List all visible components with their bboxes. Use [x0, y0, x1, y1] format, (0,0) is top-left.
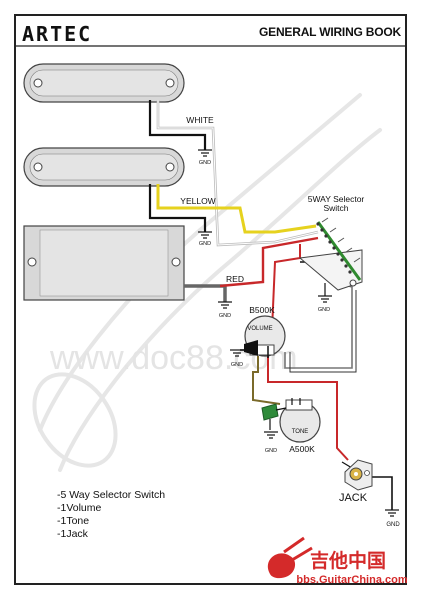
page-frame: [14, 14, 407, 585]
volume-pot: [244, 315, 286, 358]
bridge-humbucker: [23, 225, 185, 301]
middle-pickup: [23, 147, 185, 187]
output-jack: [344, 459, 373, 491]
ground-symbol: [318, 283, 332, 303]
watermark-guitar: [32, 93, 382, 472]
ground-symbol: [264, 431, 278, 439]
parts-list-item: -1Volume: [57, 502, 102, 514]
gnd-label: GND: [199, 241, 211, 247]
volume-value: B500K: [249, 305, 275, 315]
brand-logo: ARTEC: [22, 22, 93, 46]
five-way-switch: [298, 217, 363, 291]
volume-label: VOLUME: [247, 326, 272, 332]
selector-label-1: 5WAY Selector: [308, 194, 365, 204]
yellow-wire: [156, 184, 317, 234]
watermark-logo-url: bbs.GuitarChina.com: [296, 574, 407, 586]
ground-symbol: [198, 231, 212, 239]
gnd-label: GND: [219, 313, 231, 319]
parts-list-item: -1Jack: [57, 528, 88, 540]
volume-to-tone-wire: [252, 356, 281, 405]
white-wire-label: WHITE: [186, 115, 214, 125]
ground-symbol: [218, 301, 232, 309]
jack-label: JACK: [339, 492, 368, 504]
jack-ground-wire: [364, 476, 393, 510]
ground-symbol: [385, 509, 399, 517]
guitarchina-logo: [267, 536, 313, 579]
parts-list: -5 Way Selector Switch -1Volume -1Tone -…: [57, 489, 165, 541]
selector-label-2: Switch: [323, 203, 348, 213]
tone-capacitor: [261, 403, 287, 430]
gnd-label: GND: [231, 362, 243, 368]
gnd-label: GND: [199, 160, 211, 166]
page-title: GENERAL WIRING BOOK: [259, 25, 401, 39]
red-wire-label: RED: [226, 274, 244, 284]
tone-value: A500K: [289, 444, 315, 454]
gnd-label: GND: [318, 307, 330, 313]
ground-symbol: [230, 349, 244, 357]
tone-pot: [279, 398, 321, 443]
parts-list-item: -1Tone: [57, 515, 90, 527]
ground-symbol: [198, 149, 212, 157]
yellow-wire-label: YELLOW: [180, 196, 215, 206]
neck-pickup: [23, 63, 185, 103]
tone-label: TONE: [292, 429, 309, 435]
gnd-label: GND: [386, 522, 400, 528]
volume-to-jack-wire: [267, 355, 349, 461]
red-wire: [219, 236, 319, 288]
parts-list-item: -5 Way Selector Switch: [57, 489, 166, 501]
gnd-label: GND: [265, 448, 277, 454]
neck-ground-wire: [148, 100, 207, 150]
middle-ground-wire: [148, 184, 207, 232]
watermark-logo-text: 吉他中国: [310, 549, 386, 572]
